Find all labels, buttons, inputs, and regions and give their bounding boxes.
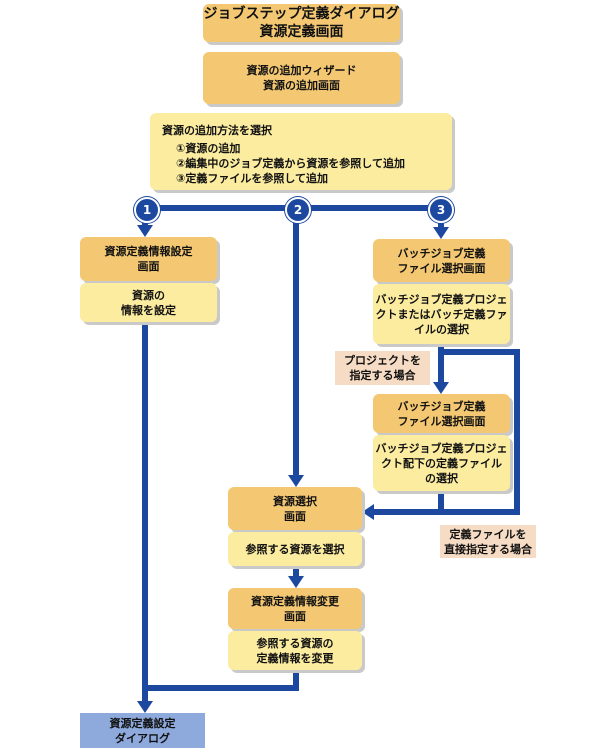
batch-file-select-2-body3: の選択 — [425, 471, 458, 485]
resource-select-body-text: 参照する資源を選択 — [245, 542, 345, 556]
resource-info-body: 資源の 情報を設定 — [80, 283, 217, 322]
direct-loop-line — [373, 349, 520, 515]
jobstep-dialog-line2: 資源定義画面 — [259, 24, 344, 40]
file-direct-line2: 直接指定する場合 — [444, 542, 532, 556]
resource-info-change-header1: 資源定義情報変更 — [251, 594, 339, 608]
batch-file-select-2-body: バッチジョブ定義プロジェ クト配下の定義ファイル の選択 — [373, 435, 510, 491]
badge-2: 2 — [285, 197, 311, 223]
batch-file-select-1-body3: イルの選択 — [414, 322, 469, 336]
resource-info-header2: 画面 — [137, 260, 160, 273]
batch-file-select-1-body: バッチジョブ定義プロジェ クトまたはバッチ定義ファ イルの選択 — [373, 284, 510, 344]
branch-3-arrowhead — [433, 227, 449, 239]
jobstep-dialog-box: ジョブステップ定義ダイアログ 資源定義画面 — [203, 4, 400, 42]
badge-1: 1 — [134, 197, 160, 223]
project-specified-line2: 指定する場合 — [349, 369, 416, 382]
batch-file-select-2-header: バッチジョブ定義 ファイル選択画面 — [373, 394, 510, 433]
batch-file-select-2-header2: ファイル選択画面 — [397, 414, 486, 428]
resource-info-change-header2: 画面 — [284, 609, 306, 623]
end-arrowhead — [137, 701, 153, 713]
project-arrowhead — [433, 382, 449, 394]
resource-info-body1: 資源の — [132, 288, 165, 302]
project-specified-note: プロジェクトを 指定する場合 — [335, 351, 430, 385]
resource-def-dialog-line2: ダイアログ — [115, 731, 170, 745]
direct-loop-arrowhead — [362, 504, 374, 520]
resource-select-header: 資源選択 画面 — [228, 487, 362, 530]
batch-file-select-1-header1: バッチジョブ定義 — [397, 246, 486, 260]
change-to-end-line — [145, 670, 299, 691]
badge-3: 3 — [428, 197, 454, 223]
resource-info-change-header: 資源定義情報変更 画面 — [228, 588, 362, 629]
resource-info-header1: 資源定義情報設定 — [104, 245, 193, 258]
select-method-title: 資源の追加方法を選択 — [162, 124, 272, 137]
select-to-change-arrowhead — [288, 576, 304, 588]
wizard-box: 資源の追加ウィザード 資源の追加画面 — [203, 52, 400, 104]
batch-file-select-1-header: バッチジョブ定義 ファイル選択画面 — [373, 239, 510, 282]
resource-select-body: 参照する資源を選択 — [228, 532, 362, 566]
resource-info-body2: 情報を設定 — [121, 303, 176, 317]
resource-info-change-body: 参照する資源の 定義情報を変更 — [228, 631, 362, 670]
resource-select-header1: 資源選択 — [273, 494, 317, 508]
resource-def-dialog-line1: 資源定義設定 — [109, 716, 176, 730]
batch-file-select-2-body1: バッチジョブ定義プロジェ — [375, 441, 508, 455]
file-direct-note: 定義ファイルを 直接指定する場合 — [440, 525, 536, 558]
method-option-3: ③定義ファイルを参照して追加 — [176, 172, 328, 185]
resource-select-header2: 画面 — [284, 509, 306, 523]
branch-1-arrowhead — [137, 225, 153, 237]
batch-file-select-1-body1: バッチジョブ定義プロジェ — [375, 292, 508, 306]
batch-file-select-1-body2: クトまたはバッチ定義ファ — [375, 307, 508, 321]
batch-file-select-2-body2: クト配下の定義ファイル — [381, 456, 502, 470]
project-specified-line1: プロジェクトを — [344, 354, 421, 367]
jobstep-dialog-line1: ジョブステップ定義ダイアログ — [203, 6, 400, 22]
file-direct-line1: 定義ファイルを — [449, 527, 527, 541]
select-method-box: 資源の追加方法を選択 ①資源の追加 ②編集中のジョブ定義から資源を参照して追加 … — [150, 113, 452, 190]
resource-info-header: 資源定義情報設定 画面 — [80, 237, 217, 281]
batch-file-select-2-header1: バッチジョブ定義 — [397, 399, 486, 413]
wizard-line2: 資源の追加画面 — [263, 79, 340, 92]
resource-def-dialog-box: 資源定義設定 ダイアログ — [80, 713, 205, 748]
method-option-1: ①資源の追加 — [176, 142, 241, 155]
resource-info-change-body2: 定義情報を変更 — [256, 651, 334, 665]
method-option-2: ②編集中のジョブ定義から資源を参照して追加 — [176, 157, 405, 170]
resource-info-change-body1: 参照する資源の — [256, 636, 334, 650]
batch-file-select-1-header2: ファイル選択画面 — [397, 261, 486, 275]
wizard-line1: 資源の追加ウィザード — [246, 64, 357, 77]
branch-2-arrowhead — [288, 475, 304, 487]
